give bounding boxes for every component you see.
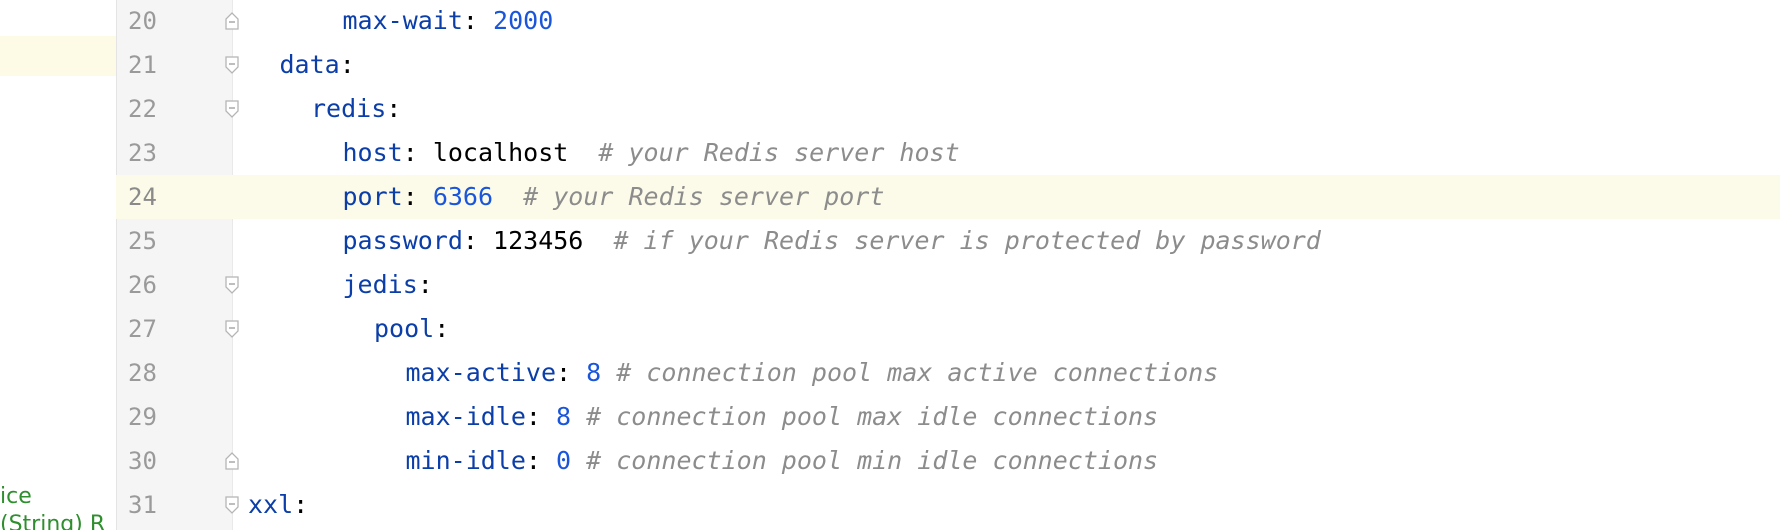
yaml-key: max-wait <box>342 6 463 35</box>
yaml-value: localhost <box>417 138 569 167</box>
project-panel-fragment: ice (String) R <box>0 0 116 530</box>
yaml-colon: : <box>462 226 478 255</box>
code-line[interactable]: max-idle: 8 # connection pool max idle c… <box>406 395 1159 439</box>
code-line[interactable]: max-wait: 2000 <box>343 0 554 43</box>
yaml-value: 8 <box>540 402 572 431</box>
yaml-key: password <box>342 226 463 255</box>
yaml-value: 123456 <box>477 226 584 255</box>
line-number[interactable]: 28 <box>128 359 157 387</box>
fold-open-icon[interactable] <box>224 319 240 339</box>
fold-close-icon[interactable] <box>224 11 240 31</box>
yaml-colon: : <box>293 490 309 519</box>
fold-close-icon[interactable] <box>224 451 240 471</box>
yaml-comment: # connection pool max active connections <box>601 358 1219 387</box>
line-number[interactable]: 30 <box>128 447 157 475</box>
line-number[interactable]: 22 <box>128 95 157 123</box>
yaml-colon: : <box>525 446 541 475</box>
code-line[interactable]: max-active: 8 # connection pool max acti… <box>406 351 1219 395</box>
line-number[interactable]: 31 <box>128 491 157 519</box>
line-number[interactable]: 24 <box>128 183 157 211</box>
code-line[interactable]: data: <box>280 43 355 87</box>
selected-tree-row-highlight <box>0 36 116 76</box>
code-line[interactable]: xxl: <box>248 483 308 527</box>
yaml-colon: : <box>402 138 418 167</box>
code-line[interactable]: min-idle: 0 # connection pool min idle c… <box>406 439 1159 483</box>
code-line[interactable]: pool: <box>374 307 449 351</box>
yaml-colon: : <box>417 270 433 299</box>
yaml-comment: # your Redis server port <box>493 182 885 211</box>
fold-open-icon[interactable] <box>224 99 240 119</box>
yaml-value: 0 <box>540 446 572 475</box>
yaml-value: 2000 <box>477 6 554 35</box>
code-line[interactable]: port: 6366 # your Redis server port <box>343 175 885 219</box>
yaml-key: pool <box>374 314 435 343</box>
line-number[interactable]: 25 <box>128 227 157 255</box>
line-number[interactable]: 20 <box>128 7 157 35</box>
yaml-key: xxl <box>248 490 294 519</box>
yaml-value: 8 <box>571 358 602 387</box>
line-number[interactable]: 23 <box>128 139 157 167</box>
yaml-key: host <box>342 138 403 167</box>
fold-open-icon[interactable] <box>224 275 240 295</box>
yaml-key: max-idle <box>405 402 526 431</box>
yaml-colon: : <box>556 358 572 387</box>
yaml-key: data <box>279 50 340 79</box>
code-line[interactable]: password: 123456 # if your Redis server … <box>343 219 1321 263</box>
fold-open-icon[interactable] <box>224 495 240 515</box>
yaml-key: port <box>342 182 403 211</box>
code-line[interactable]: jedis: <box>343 263 433 307</box>
fold-gutter-divider <box>232 0 233 530</box>
line-number[interactable]: 27 <box>128 315 157 343</box>
yaml-key: max-active <box>405 358 557 387</box>
yaml-colon: : <box>525 402 541 431</box>
line-number-gutter[interactable] <box>116 0 233 530</box>
yaml-key: redis <box>311 94 387 123</box>
tree-item-fragment[interactable]: ice <box>0 484 32 509</box>
yaml-comment: # connection pool min idle connections <box>571 446 1159 475</box>
current-line-highlight <box>116 175 1780 219</box>
yaml-colon: : <box>402 182 418 211</box>
yaml-colon: : <box>386 94 402 123</box>
code-line[interactable]: redis: <box>311 87 401 131</box>
yaml-comment: # if your Redis server is protected by p… <box>583 226 1321 255</box>
yaml-colon: : <box>462 6 478 35</box>
yaml-comment: # your Redis server host <box>568 138 960 167</box>
line-number[interactable]: 21 <box>128 51 157 79</box>
tree-item-fragment-2[interactable]: (String) R <box>0 512 106 530</box>
yaml-key: min-idle <box>405 446 526 475</box>
yaml-colon: : <box>339 50 355 79</box>
line-number[interactable]: 26 <box>128 271 157 299</box>
code-line[interactable]: host: localhost # your Redis server host <box>343 131 960 175</box>
yaml-key: jedis <box>342 270 418 299</box>
yaml-colon: : <box>434 314 450 343</box>
yaml-value: 6366 <box>417 182 494 211</box>
line-number[interactable]: 29 <box>128 403 157 431</box>
fold-open-icon[interactable] <box>224 55 240 75</box>
yaml-comment: # connection pool max idle connections <box>571 402 1159 431</box>
